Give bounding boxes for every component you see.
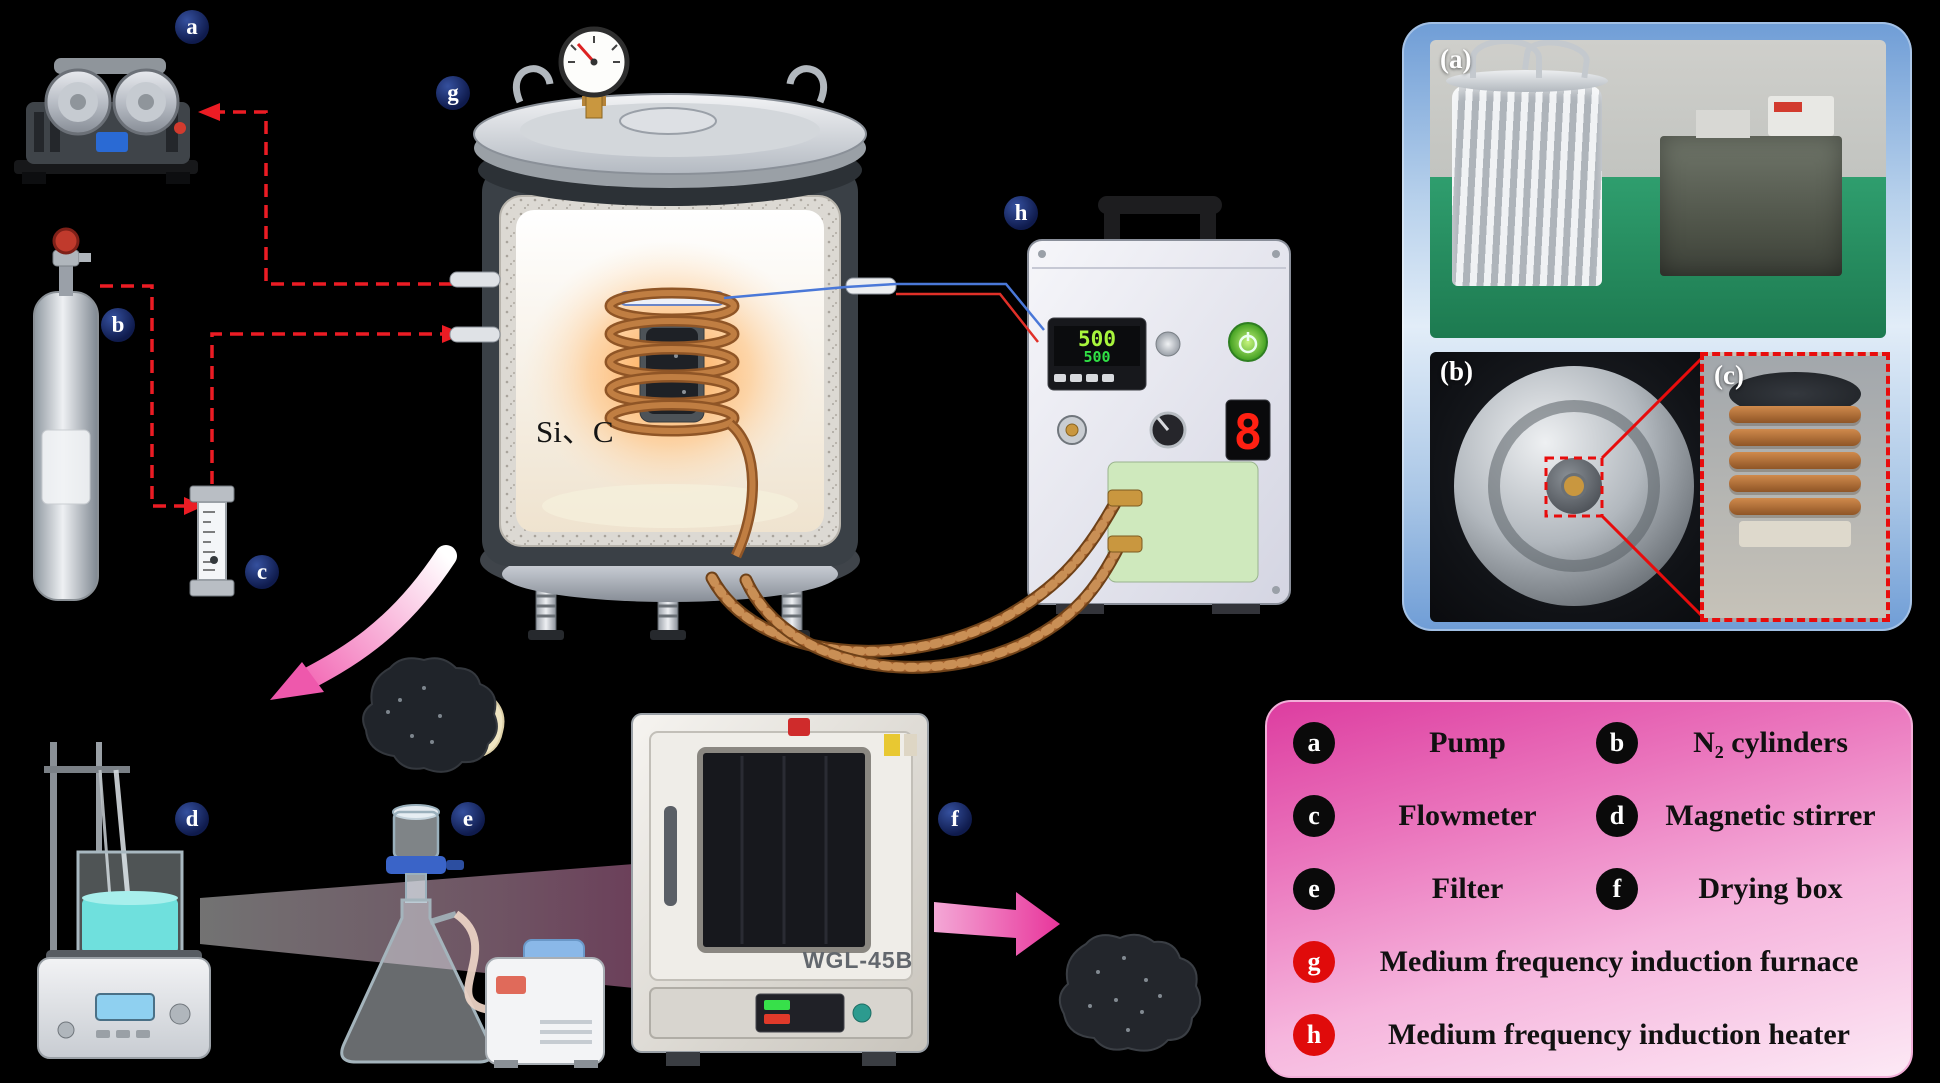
- power-cables: [705, 491, 1127, 674]
- gas-line-cylinder-to-flowmeter: [100, 284, 204, 515]
- filter-clamp: [386, 856, 446, 874]
- coax-connector: [1057, 415, 1087, 445]
- legend-label-filter: Filter: [1431, 872, 1504, 905]
- legend-marker-f: f: [1596, 868, 1638, 910]
- n2-cylinder: [33, 227, 99, 601]
- process-arrow-box-to-product: [934, 892, 1060, 956]
- product-sample-sic: [1058, 933, 1202, 1052]
- product-sample-mixture: [362, 657, 505, 773]
- legend-marker-h: h: [1293, 1014, 1335, 1056]
- beaker-liquid: [82, 898, 178, 954]
- legend-marker-c: c: [1293, 795, 1335, 837]
- seven-seg-display: 8: [1225, 399, 1271, 461]
- legend-row-1: a Pump b N₂ cylinders: [1293, 722, 1885, 764]
- legend-row-3: e Filter f Drying box: [1293, 868, 1885, 910]
- photo-coil-closeup: (c): [1700, 352, 1890, 622]
- legend-marker-d: d: [1596, 795, 1638, 837]
- photo-c-ceramic-base: [1739, 521, 1851, 547]
- legend-row-4: g Medium frequency induction furnace: [1293, 941, 1885, 983]
- cylinder-valve-wheel: [52, 227, 80, 255]
- marker-f: f: [938, 802, 972, 836]
- legend-label-magnetic-stirrer: Magnetic stirrer: [1665, 799, 1876, 832]
- photo-a-controller: [1768, 96, 1834, 136]
- filter-vacuum-pump: [485, 939, 605, 1068]
- filter-cup: [392, 810, 440, 860]
- legend-marker-b: b: [1596, 722, 1638, 764]
- legend-label-pump: Pump: [1429, 726, 1506, 759]
- photo-b-hub-center: [1564, 476, 1584, 496]
- marker-h: h: [1004, 196, 1038, 230]
- power-knob: [1149, 411, 1187, 449]
- legend-marker-g: g: [1293, 941, 1335, 983]
- power-level-digit: 8: [1234, 405, 1263, 461]
- legend-label-n2-cylinders: N₂ cylinders: [1693, 726, 1848, 759]
- induction-heater: 500 500 8: [1027, 196, 1291, 614]
- marker-a: a: [175, 10, 209, 44]
- induction-furnace: Si、C: [449, 26, 897, 640]
- legend-label-flowmeter: Flowmeter: [1398, 799, 1537, 832]
- gas-line-flowmeter-to-furnace: [210, 325, 464, 484]
- magnetic-stirrer: [37, 742, 211, 1059]
- photo-furnace-setup: (a): [1430, 40, 1886, 338]
- furnace-port-left-2: [449, 326, 501, 343]
- controller-pv-value: 500: [1078, 327, 1116, 351]
- legend-row-2: c Flowmeter d Magnetic stirrer: [1293, 795, 1885, 837]
- legend-marker-a: a: [1293, 722, 1335, 764]
- process-arrow-furnace-to-stirrer: [270, 545, 457, 700]
- pressure-gauge: [558, 26, 630, 119]
- heater-handle: [1098, 196, 1222, 214]
- photo-b-label: (b): [1440, 356, 1473, 386]
- induction-coil: [604, 287, 758, 559]
- cable-fittings: [1107, 489, 1143, 553]
- legend-label-induction-furnace: Medium frequency induction furnace: [1379, 945, 1859, 978]
- box-handle: [664, 806, 677, 906]
- photo-c-coil: [1729, 406, 1861, 515]
- drying-box-model: WGL-45B: [803, 947, 914, 973]
- sensor-wires: [723, 282, 1045, 343]
- legend-label-drying-box: Drying box: [1698, 872, 1843, 905]
- photo-c-label: (c): [1714, 360, 1744, 390]
- furnace-port-left-1: [449, 271, 501, 288]
- marker-e: e: [451, 802, 485, 836]
- box-logo: [788, 718, 810, 736]
- temperature-controller: 500 500: [1047, 317, 1147, 391]
- legend-marker-e: e: [1293, 868, 1335, 910]
- photo-furnace-top-view: (b): [1430, 352, 1718, 622]
- flowmeter: [189, 485, 235, 597]
- marker-d: d: [175, 802, 209, 836]
- output-panel: [1107, 461, 1259, 583]
- photo-a-heater-box: [1660, 136, 1842, 276]
- legend-row-5: h Medium frequency induction heater: [1293, 1014, 1885, 1056]
- legend-label-induction-heater: Medium frequency induction heater: [1388, 1018, 1850, 1051]
- gas-line-furnace-to-pump: [198, 103, 452, 286]
- pump: [14, 58, 198, 184]
- stirrer-display: [95, 993, 155, 1021]
- filter: [340, 804, 605, 1068]
- vacuum-tube: [453, 910, 491, 1014]
- heater-silver-button: [1155, 331, 1181, 357]
- lid-handle-left: [512, 65, 554, 104]
- photo-a-label: (a): [1440, 44, 1472, 74]
- legend-panel: a Pump b N₂ cylinders c Flowmeter d Magn…: [1265, 700, 1913, 1078]
- photo-inset-panel: (a) (b) (c): [1402, 22, 1912, 631]
- drying-box: WGL-45B: [631, 713, 929, 1066]
- photo-a-foil-furnace: [1452, 86, 1602, 286]
- furnace-contents-label: Si、C: [536, 414, 614, 449]
- marker-g: g: [436, 76, 470, 110]
- marker-b: b: [101, 308, 135, 342]
- controller-sv-value: 500: [1083, 348, 1110, 366]
- lid-handle-right: [786, 65, 828, 104]
- lid-access-plate: [619, 107, 717, 135]
- power-button: [1228, 322, 1268, 362]
- photo-a-hose: [1470, 40, 1542, 78]
- marker-c: c: [245, 555, 279, 589]
